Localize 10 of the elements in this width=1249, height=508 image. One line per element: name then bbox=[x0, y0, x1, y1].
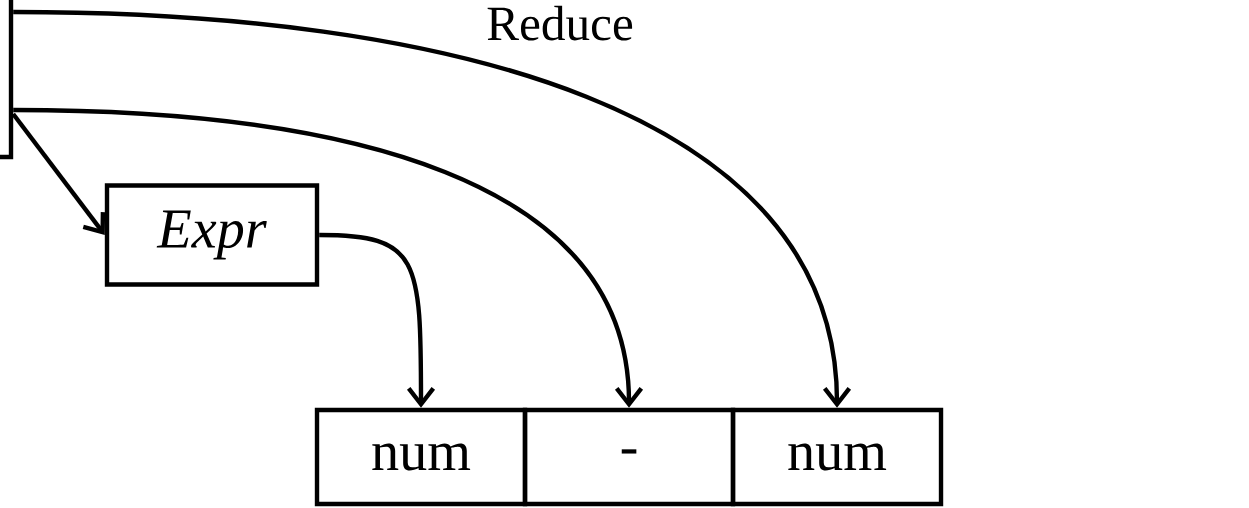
partial-box bbox=[0, 0, 14, 160]
arrow bbox=[13, 107, 644, 408]
italic-box: Expr bbox=[104, 183, 320, 287]
cell-box: num bbox=[730, 407, 944, 507]
cell-box: - bbox=[522, 407, 736, 507]
arrow bbox=[11, 112, 106, 235]
heading-text: Reduce bbox=[487, 5, 633, 41]
arrow bbox=[319, 232, 436, 408]
cell-box: num bbox=[314, 407, 528, 507]
arrow bbox=[13, 9, 852, 408]
